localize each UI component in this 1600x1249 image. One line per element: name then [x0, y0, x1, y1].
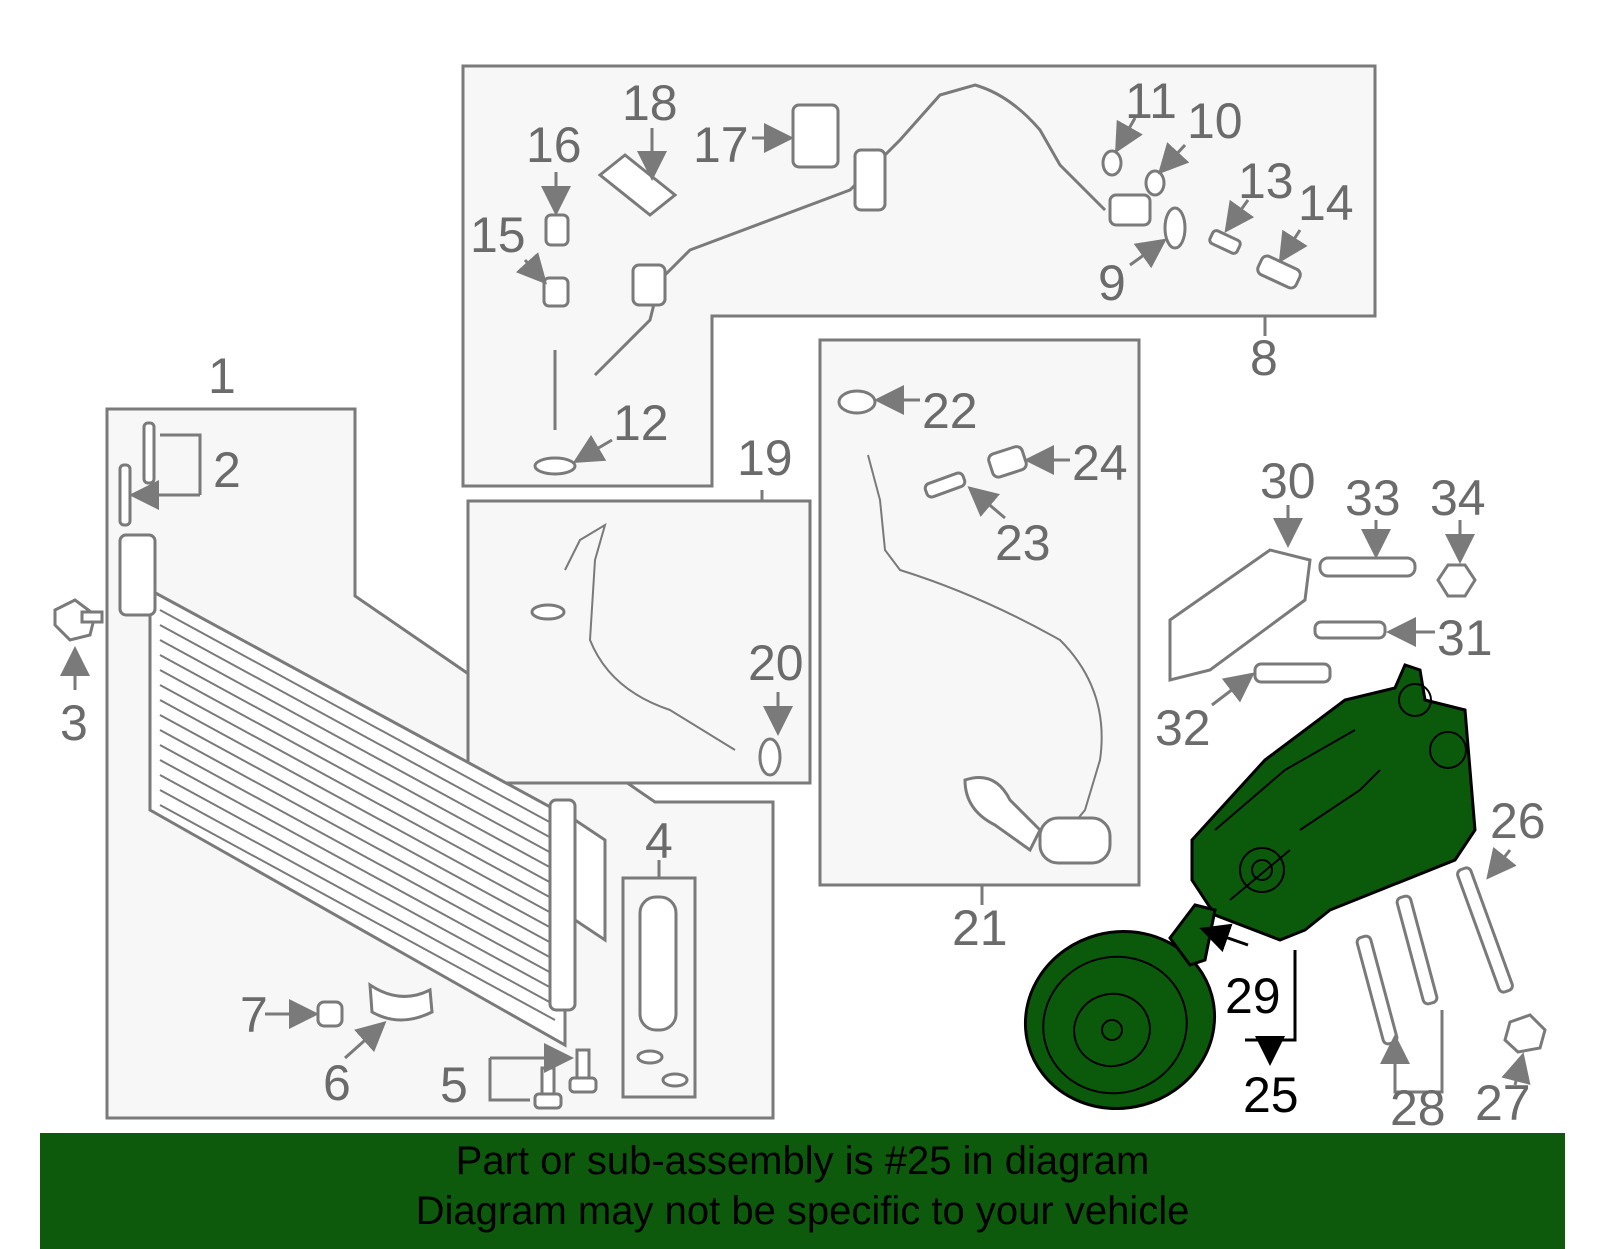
leader-11 — [1115, 117, 1143, 154]
label-15: 15 — [470, 207, 526, 263]
leader-14 — [1278, 229, 1308, 264]
notice-banner: Part or sub-assembly is #25 in diagram D… — [40, 1133, 1565, 1249]
bolt-part-31 — [1313, 620, 1387, 640]
label-18: 18 — [622, 75, 678, 131]
valve-part-23 — [923, 471, 967, 499]
leader-23 — [967, 486, 1006, 520]
label-16: 16 — [526, 117, 582, 173]
valve-part-13 — [1208, 229, 1242, 255]
label-2: 2 — [213, 442, 241, 498]
banner-text-disclaimer: Diagram may not be specific to your vehi… — [415, 1189, 1190, 1233]
label-34: 34 — [1430, 470, 1486, 526]
label-12: 12 — [613, 395, 669, 451]
label-7: 7 — [240, 987, 268, 1043]
label-27: 27 — [1475, 1075, 1531, 1131]
label-21: 21 — [952, 900, 1008, 956]
label-23: 23 — [995, 515, 1051, 571]
pin-part-2b — [118, 463, 132, 527]
part-18 — [597, 153, 678, 217]
bolt-part-28b — [1395, 894, 1439, 1006]
label-26: 26 — [1490, 793, 1546, 849]
leader-29 — [1199, 923, 1249, 953]
label-31: 31 — [1437, 610, 1493, 666]
box-group-8 — [461, 64, 1377, 488]
leader-25 — [1245, 950, 1295, 1060]
label-11: 11 — [1125, 73, 1177, 129]
label-33: 33 — [1345, 470, 1401, 526]
nut-part-34 — [1436, 563, 1477, 598]
leader-26 — [1486, 846, 1517, 880]
plate-part-30 — [1168, 548, 1312, 682]
label-32: 32 — [1155, 700, 1211, 756]
bolt-part-26 — [1456, 866, 1514, 994]
leader-10 — [1157, 142, 1190, 175]
part-17 — [791, 103, 840, 169]
bolt-part-3 — [53, 598, 104, 642]
leader-2 — [135, 433, 202, 495]
part-15 — [542, 276, 570, 308]
label-24: 24 — [1072, 435, 1128, 491]
leader-28 — [1395, 1010, 1444, 1094]
leader-32 — [1211, 672, 1255, 707]
condenser-part — [118, 533, 607, 1048]
bracket-part-6 — [368, 982, 434, 1022]
label-10: 10 — [1187, 93, 1243, 149]
label-4: 4 — [645, 813, 673, 869]
part-16 — [544, 213, 570, 247]
leader-5 — [488, 1058, 568, 1102]
label-17: 17 — [693, 117, 749, 173]
leader-6 — [344, 1021, 387, 1060]
clutch-part-29 — [1023, 903, 1217, 1110]
label-20: 20 — [748, 635, 804, 691]
pin-part-2a — [142, 421, 156, 485]
label-22: 22 — [922, 383, 978, 439]
label-14: 14 — [1298, 175, 1354, 231]
nut-part-7 — [316, 1000, 344, 1028]
oring-part-20 — [758, 737, 782, 777]
rod-part-33 — [1318, 556, 1417, 578]
label-19: 19 — [737, 430, 793, 486]
label-1: 1 — [208, 348, 236, 404]
oring-part-22 — [837, 389, 877, 415]
oring-part-9 — [1163, 206, 1187, 250]
leader-15 — [515, 252, 548, 285]
label-30: 30 — [1260, 453, 1316, 509]
leader-12 — [572, 434, 613, 464]
label-8: 8 — [1250, 330, 1278, 386]
hose-part-8 — [553, 83, 1152, 430]
oring-part-10 — [1144, 169, 1166, 197]
label-13: 13 — [1238, 153, 1294, 209]
oring-part-19 — [530, 603, 566, 621]
drier-part-4 — [636, 895, 689, 1088]
label-3: 3 — [60, 695, 88, 751]
leader-27 — [1501, 1052, 1531, 1086]
compressor-part-25 — [1190, 663, 1477, 942]
fitting-part-21 — [1038, 816, 1112, 865]
leader-9 — [1129, 238, 1167, 269]
label-6: 6 — [323, 1055, 351, 1111]
leader-13 — [1224, 199, 1255, 233]
label-5: 5 — [440, 1057, 468, 1113]
bolt-part-28a — [1355, 934, 1399, 1046]
nut-part-27 — [1503, 1013, 1547, 1054]
oring-part-12 — [533, 456, 577, 476]
bracket-part-21 — [963, 776, 1042, 853]
oring-part-11 — [1101, 149, 1123, 177]
box-group-19 — [466, 499, 812, 785]
banner-text-part-number: Part or sub-assembly is #25 in diagram — [455, 1139, 1150, 1183]
hose-part-19 — [564, 522, 736, 751]
label-29: 29 — [1225, 968, 1281, 1024]
hose-part-21 — [867, 454, 1103, 841]
label-25: 25 — [1243, 1067, 1299, 1123]
label-9: 9 — [1098, 255, 1126, 311]
bolt-part-32 — [1253, 662, 1332, 684]
label-28: 28 — [1390, 1080, 1446, 1136]
